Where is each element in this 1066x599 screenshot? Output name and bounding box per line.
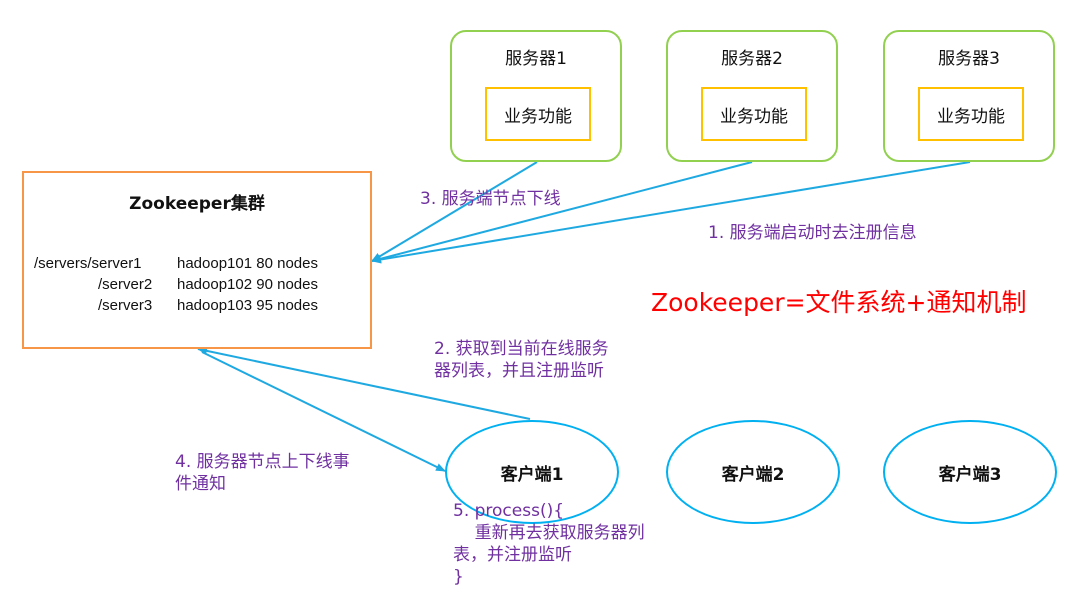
zookeeper-cluster-title: Zookeeper集群 [129,194,265,214]
server-2-title: 服务器2 [721,49,783,69]
arrow-server2-to-zk [371,161,753,263]
zk-node-path: /server2 [98,276,153,293]
arrow-server3-to-zk [371,161,971,264]
step-1-label: 1. 服务端启动时去注册信息 [708,223,917,243]
zk-node-path: /server3 [98,297,153,314]
zk-node-info: hadoop103 95 nodes [177,297,318,314]
zookeeper-cluster-box: Zookeeper集群 /servers/server1 hadoop101 8… [22,171,372,349]
server-2-box: 服务器2 业务功能 [666,30,838,162]
client-2-ellipse: 客户端2 [666,420,840,524]
step-5-label: 5. process(){ 重新再去获取服务器列 表，并注册监听 } [453,501,645,587]
server-3-box: 服务器3 业务功能 [883,30,1055,162]
client-3-ellipse: 客户端3 [883,420,1057,524]
client-1-ellipse: 客户端1 [445,420,619,524]
arrow-zk-to-client1 [201,351,446,472]
arrow-client1-to-zk [197,346,531,420]
step-4-label: 4. 服务器节点上下线事 件通知 [175,452,350,494]
server-1-business-function: 业务功能 [485,87,591,141]
zk-node-info: hadoop101 80 nodes [177,255,318,272]
arrow-server1-to-zk [371,161,538,262]
server-1-box: 服务器1 业务功能 [450,30,622,162]
step-3-label: 3. 服务端节点下线 [420,189,561,209]
zk-node-path: /servers/server1 [34,255,142,272]
server-3-title: 服务器3 [938,49,1000,69]
server-2-business-function: 业务功能 [701,87,807,141]
headline-zookeeper-definition: Zookeeper=文件系统+通知机制 [651,288,1027,317]
zk-node-info: hadoop102 90 nodes [177,276,318,293]
step-2-label: 2. 获取到当前在线服务 器列表，并且注册监听 [434,339,609,381]
server-1-title: 服务器1 [505,49,567,69]
server-3-business-function: 业务功能 [918,87,1024,141]
